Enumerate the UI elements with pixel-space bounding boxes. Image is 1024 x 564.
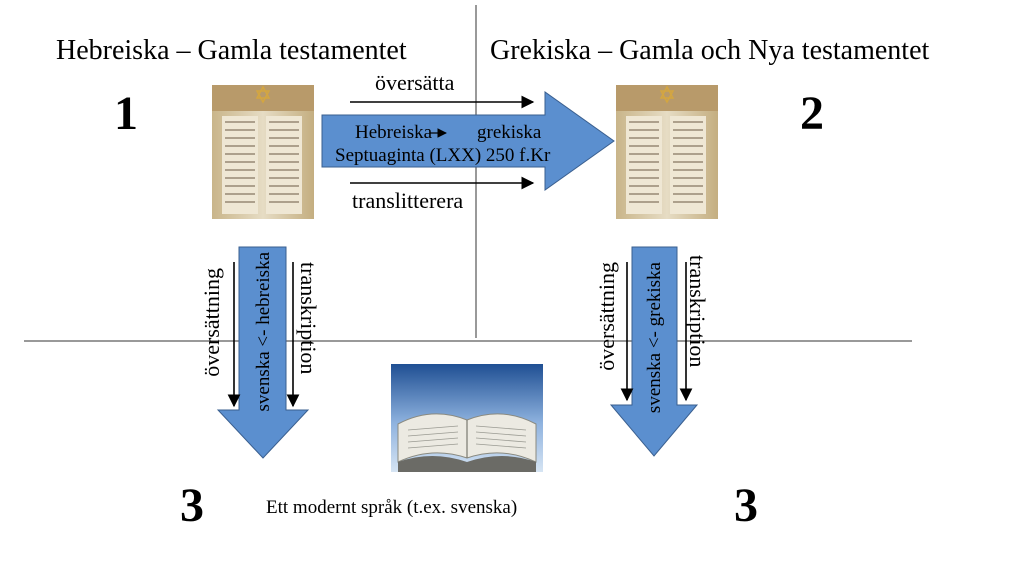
number-3-left: 3 [180,479,204,532]
title-hebrew-old-testament: Hebreiska – Gamla testamentet [56,35,407,66]
modern-language-caption: Ett modernt språk (t.ex. svenska) [266,497,518,518]
down-arrow-left [216,246,310,459]
left-arrow-text: svenska <- hebreiska [253,252,274,412]
right-transcription-label: transkription [685,255,710,368]
title-greek-old-new-testament: Grekiska – Gamla och Nya testamentet [490,35,930,66]
open-bible-image [391,364,543,472]
number-1: 1 [114,87,138,140]
down-arrow-right [609,246,699,457]
number-2: 2 [800,87,824,140]
arrow-text-hebrew: Hebreiska [355,122,433,143]
arrow-text-septuagint: Septuaginta (LXX) 250 f.Kr [335,145,551,166]
label-translate: översätta [375,70,455,95]
left-translation-label: översättning [199,268,224,377]
number-3-right: 3 [734,479,758,532]
arrow-text-greek: grekiska [477,122,542,143]
torah-scroll-right-image [616,85,718,219]
right-arrow-text: svenska <- grekiska [644,262,665,414]
right-translation-label: översättning [594,262,619,371]
label-transliterate: translitterera [352,188,464,213]
torah-scroll-left-image [212,85,314,219]
left-transcription-label: transkription [296,262,321,375]
big-arrow-hebrew-to-greek [321,91,615,191]
